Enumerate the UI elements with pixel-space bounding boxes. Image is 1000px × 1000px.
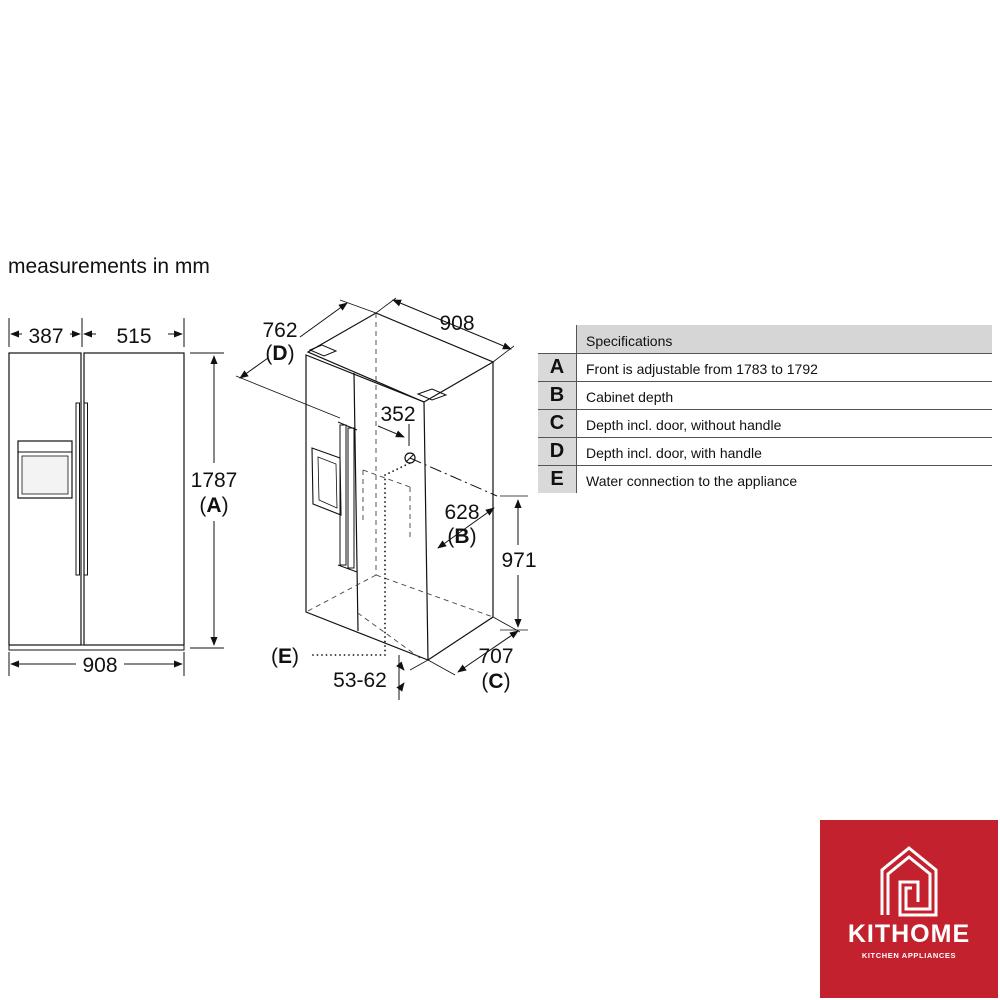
- kithome-logo: KITHOME KITCHEN APPLIANCES: [820, 820, 998, 998]
- front-view: [8, 318, 224, 676]
- spec-letter: B: [538, 382, 576, 409]
- spec-row-a: A Front is adjustable from 1783 to 1792: [538, 354, 992, 382]
- dim-depth-b-letter: (B): [447, 525, 476, 548]
- spec-letter: C: [538, 410, 576, 437]
- left-handle: [75, 402, 80, 576]
- measurements-caption: measurements in mm: [8, 255, 210, 278]
- spec-letter: A: [538, 354, 576, 381]
- logo-tagline: KITCHEN APPLIANCES: [861, 951, 957, 960]
- dim-depth-d: 762: [262, 319, 297, 342]
- spec-description: Front is adjustable from 1783 to 1792: [576, 354, 992, 381]
- dim-right-width: 515: [116, 325, 151, 348]
- dim-depth-c: 707: [478, 645, 513, 668]
- spec-description: Depth incl. door, without handle: [576, 410, 992, 437]
- spec-description: Depth incl. door, with handle: [576, 438, 992, 465]
- specifications-header: Specifications: [538, 325, 992, 354]
- base-plinth: [8, 644, 185, 651]
- specifications-title: Specifications: [576, 325, 992, 354]
- left-door: [8, 352, 82, 646]
- spec-letter: E: [538, 466, 576, 493]
- right-door: [83, 352, 185, 646]
- dim-left-width: 387: [28, 325, 63, 348]
- spec-row-e: E Water connection to the appliance: [538, 466, 992, 493]
- spec-description: Water connection to the appliance: [576, 466, 992, 493]
- dim-total-width: 908: [82, 654, 117, 677]
- spec-description: Cabinet depth: [576, 382, 992, 409]
- isometric-view: [235, 297, 528, 700]
- dim-depth-d-letter: (D): [265, 342, 294, 365]
- dim-height: 1787: [191, 469, 238, 492]
- dim-iso-width: 908: [439, 312, 474, 335]
- dim-foot-range: 53-62: [333, 669, 387, 692]
- house-icon: [880, 846, 938, 917]
- spec-letter: D: [538, 438, 576, 465]
- specifications-table: Specifications A Front is adjustable fro…: [538, 325, 992, 493]
- dim-depth-c-letter: (C): [481, 670, 510, 693]
- water-connection-label: (E): [271, 645, 299, 668]
- spec-row-b: B Cabinet depth: [538, 382, 992, 410]
- dim-depth-b: 628: [444, 501, 479, 524]
- dim-height-letter: (A): [199, 494, 228, 517]
- dim-352: 352: [380, 403, 415, 426]
- dim-height-971: 971: [501, 549, 536, 572]
- water-dispenser: [17, 440, 73, 499]
- spec-row-d: D Depth incl. door, with handle: [538, 438, 992, 466]
- spec-row-c: C Depth incl. door, without handle: [538, 410, 992, 438]
- right-handle: [83, 402, 88, 576]
- logo-brand-name: KITHOME: [847, 920, 971, 948]
